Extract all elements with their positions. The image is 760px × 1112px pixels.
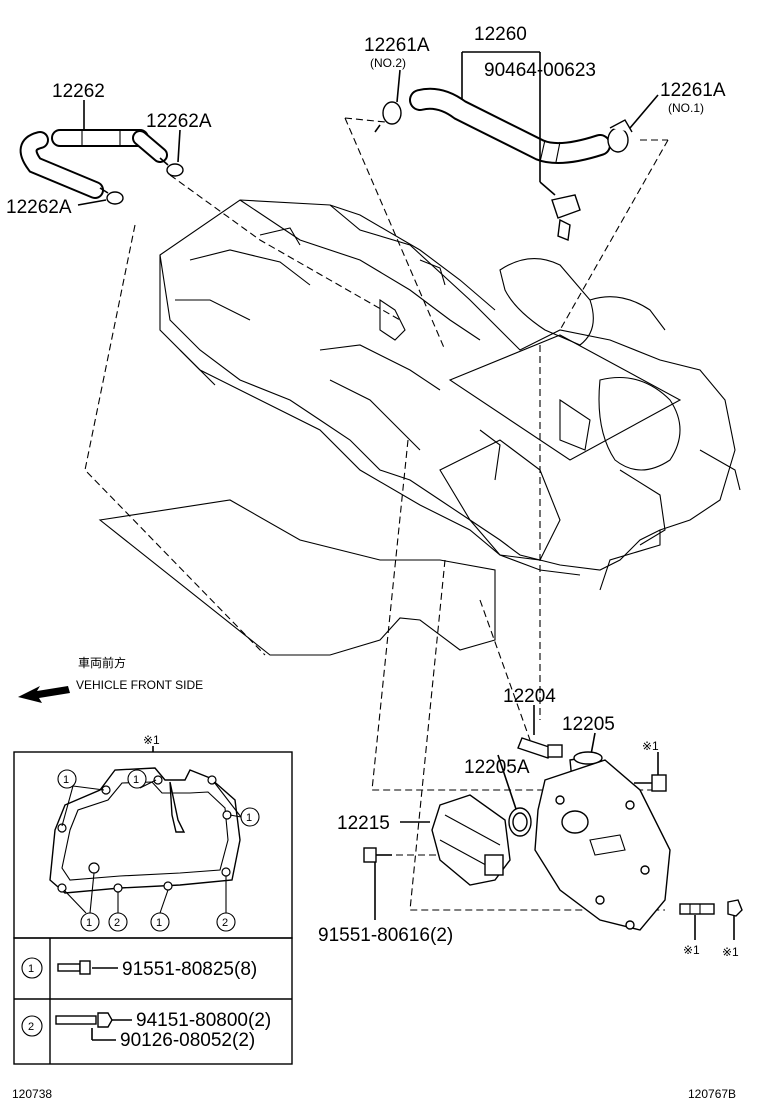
gasket-marker-d: 1 — [80, 912, 100, 932]
gasket-marker-e: 1 — [150, 912, 170, 932]
callout-12215: 12215 — [337, 813, 390, 834]
callout-12260: 12260 — [474, 24, 527, 45]
bolt-91551-80616 — [363, 847, 392, 863]
legend-part-91551-80825: 91551-80825(8) — [122, 959, 257, 980]
svg-text:2: 2 — [114, 917, 120, 929]
clamp-12262a-lower — [99, 187, 124, 205]
legend-row-2: 2 94151-80800(2) 90126-08052(2) — [21, 1010, 271, 1051]
callout-12261a-no2-note: (NO.2) — [370, 56, 406, 70]
hose-12260 — [409, 87, 611, 165]
ref-mark-stud: ※1 — [683, 943, 700, 957]
ref-mark-bolt-top: ※1 — [642, 739, 659, 753]
legend-row-1: 1 91551-80825(8) — [21, 957, 257, 980]
callout-12261a-no1-note: (NO.1) — [668, 101, 704, 115]
legend-part-90126-08052: 90126-08052(2) — [120, 1030, 255, 1051]
svg-text:2: 2 — [222, 917, 228, 929]
legend-part-94151-80800: 94151-80800(2) — [136, 1010, 271, 1031]
clamp-12261a-no1 — [607, 119, 633, 153]
hose-12262 — [19, 129, 168, 199]
legend-key-2: 2 — [28, 1021, 34, 1033]
callout-12262: 12262 — [52, 81, 105, 102]
stud-bolt — [679, 903, 715, 915]
callout-12262a-lower: 12262A — [6, 197, 72, 218]
legend-key-1: 1 — [28, 963, 34, 975]
callout-12204: 12204 — [503, 686, 556, 707]
svg-text:1: 1 — [63, 774, 69, 786]
inset-title-mark: ※1 — [143, 733, 160, 747]
sensor-12204 — [517, 737, 563, 759]
lower-cover-outline — [98, 499, 496, 656]
callout-90464-00623: 90464-00623 — [484, 60, 596, 81]
engine-block-illustration — [159, 199, 741, 591]
gasket-marker-b: 1 — [127, 769, 147, 789]
front-arrow-icon — [18, 686, 70, 703]
case-cover — [534, 759, 671, 931]
callout-91551-80616: 91551-80616(2) — [318, 925, 453, 946]
svg-text:1: 1 — [246, 812, 252, 824]
svg-text:1: 1 — [133, 774, 139, 786]
callout-12205: 12205 — [562, 714, 615, 735]
callout-12205a: 12205A — [464, 757, 530, 778]
pcv-valve-12215 — [431, 794, 511, 886]
callout-12261a-no1: 12261A — [660, 80, 726, 101]
front-side-jp: 車両前方 — [78, 655, 126, 670]
clamp-12262a-upper — [159, 157, 184, 177]
callout-12262a-upper: 12262A — [146, 111, 212, 132]
footer-code-left: 120738 — [12, 1087, 52, 1101]
gasket-marker-f: 2 — [108, 912, 128, 932]
callout-12261a-no2: 12261A — [364, 35, 430, 56]
legend-table: 1 91551-80825(8) 2 94151-80800(2) 90126-… — [13, 937, 293, 1065]
svg-text:1: 1 — [156, 917, 162, 929]
vehicle-front-indicator: 車両前方 VEHICLE FRONT SIDE — [18, 655, 203, 703]
ref-mark-nut: ※1 — [722, 945, 739, 959]
clamp-12261a-no2 — [374, 101, 402, 133]
inset-gasket-panel: ※1 1 1 1 — [13, 733, 293, 939]
footer-code-right: 120767B — [688, 1087, 736, 1101]
front-side-en: VEHICLE FRONT SIDE — [76, 678, 203, 692]
svg-text:1: 1 — [86, 917, 92, 929]
gasket-marker-h: 2 — [216, 912, 236, 932]
clip-90464-00623 — [551, 194, 581, 241]
gasket-ring-12205a — [508, 807, 532, 837]
callout-leaders — [77, 51, 735, 940]
gasket-marker-a: 1 — [57, 769, 77, 789]
gasket-marker-c: 1 — [240, 807, 260, 827]
nut — [727, 899, 743, 917]
bolt-top-right — [634, 774, 667, 792]
